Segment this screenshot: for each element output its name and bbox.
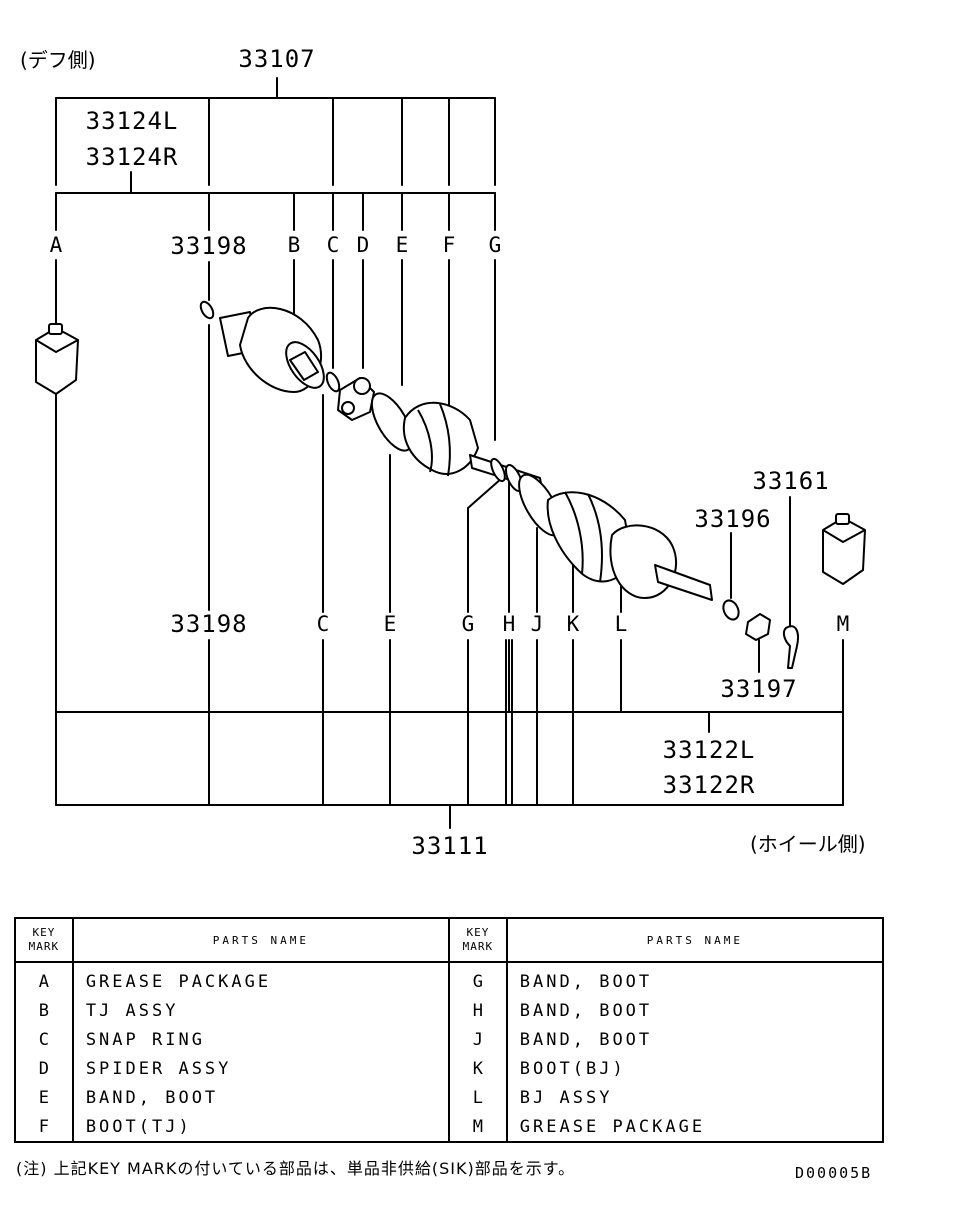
key-mark-top-f: F — [442, 233, 456, 257]
part-number-33124r: 33124R — [85, 143, 179, 171]
key-mark-bottom-j: J — [530, 612, 544, 636]
washer-33196 — [722, 599, 740, 621]
part-number-33161: 33161 — [752, 467, 830, 495]
key-mark-top-d: D — [356, 233, 370, 257]
key-mark-top-c: C — [326, 233, 340, 257]
row-key: A — [15, 962, 74, 996]
row-key: J — [448, 1025, 508, 1054]
row-key: G — [448, 962, 508, 996]
row-key: F — [15, 1112, 74, 1142]
cotter-pin-33161 — [782, 625, 799, 669]
part-number-33107: 33107 — [238, 45, 316, 73]
row-name: BJ ASSY — [506, 1083, 885, 1112]
key-mark-bottom-l: L — [614, 612, 628, 636]
key-mark-m: M — [836, 612, 850, 636]
part-number-33196: 33196 — [694, 505, 772, 533]
key-mark-top-g: G — [488, 233, 502, 257]
exploded-parts-diagram: (デフ側) (ホイール側) 33107 33124L 33124R 33198 … — [20, 45, 866, 860]
table-row: B TJ ASSY H BAND, BOOT — [15, 996, 885, 1025]
grease-package-left — [35, 323, 79, 395]
key-mark-bottom-g: G — [461, 612, 475, 636]
boot-tj — [402, 401, 479, 477]
table-row: A GREASE PACKAGE G BAND, BOOT — [15, 962, 885, 996]
nut-33197 — [745, 613, 771, 641]
table-row: E BAND, BOOT L BJ ASSY — [15, 1083, 885, 1112]
parts-name-header-left: PARTS NAME — [72, 918, 450, 963]
row-name: BOOT(TJ) — [72, 1112, 450, 1142]
table-row: F BOOT(TJ) M GREASE PACKAGE — [15, 1112, 885, 1142]
row-key: E — [15, 1083, 74, 1112]
row-name: GREASE PACKAGE — [72, 962, 450, 996]
row-name: BAND, BOOT — [506, 996, 885, 1025]
row-name: BAND, BOOT — [506, 962, 885, 996]
wheel-side-label: (ホイール側) — [750, 832, 866, 856]
row-key: K — [448, 1054, 508, 1083]
row-name: SPIDER ASSY — [72, 1054, 450, 1083]
grease-package-right — [822, 513, 866, 585]
part-number-33124l: 33124L — [85, 107, 179, 135]
drawing-code: D00005B — [795, 1164, 873, 1182]
row-key: C — [15, 1025, 74, 1054]
part-number-33197: 33197 — [720, 675, 798, 703]
parts-name-header-right: PARTS NAME — [506, 918, 885, 963]
row-key: B — [15, 996, 74, 1025]
row-key: M — [448, 1112, 508, 1142]
table-row: D SPIDER ASSY K BOOT(BJ) — [15, 1054, 885, 1083]
diagram-linework — [35, 77, 866, 829]
row-name: BOOT(BJ) — [506, 1054, 885, 1083]
spider-assy — [337, 377, 375, 421]
key-mark-top-b: B — [287, 233, 301, 257]
part-number-33122l: 33122L — [662, 736, 756, 764]
circlip-33198 — [199, 300, 215, 320]
footnote: (注) 上記KEY MARKの付いている部品は、単品非供給(SIK)部品を示す。 — [16, 1159, 576, 1178]
part-number-33122r: 33122R — [662, 771, 756, 799]
key-mark-top-a: A — [49, 233, 63, 257]
key-mark-bottom-k: K — [566, 612, 580, 636]
row-key: L — [448, 1083, 508, 1112]
row-name: GREASE PACKAGE — [506, 1112, 885, 1142]
bj-assy — [609, 524, 713, 601]
row-name: TJ ASSY — [72, 996, 450, 1025]
key-mark-bottom-e: E — [383, 612, 397, 636]
part-number-33198-top: 33198 — [170, 232, 248, 260]
row-key: H — [448, 996, 508, 1025]
key-mark-bottom-h: H — [502, 612, 516, 636]
band-boot-tj — [370, 392, 414, 452]
table-row: C SNAP RING J BAND, BOOT — [15, 1025, 885, 1054]
row-name: SNAP RING — [72, 1025, 450, 1054]
snap-ring — [325, 371, 341, 393]
part-number-33198-bottom: 33198 — [170, 610, 248, 638]
key-mark-top-e: E — [395, 233, 409, 257]
key-mark-bottom-c: C — [316, 612, 330, 636]
part-number-33111: 33111 — [411, 832, 489, 860]
row-name: BAND, BOOT — [506, 1025, 885, 1054]
tj-assy — [219, 306, 325, 393]
row-key: D — [15, 1054, 74, 1083]
row-name: BAND, BOOT — [72, 1083, 450, 1112]
diff-side-label: (デフ側) — [20, 48, 96, 72]
